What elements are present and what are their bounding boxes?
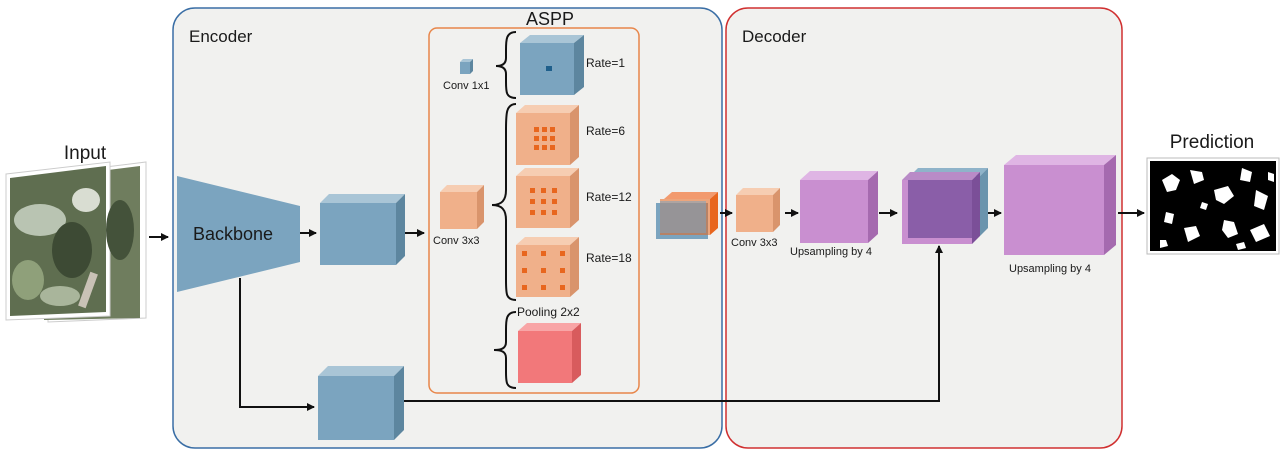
aspp-braces [491,31,517,389]
decoder-upsample2-label: Upsampling by 4 [1009,263,1091,275]
decoder-merge-block [902,168,988,244]
aspp-rate18-block [516,237,579,297]
decoder-upsample2-block [1004,155,1116,255]
aspp-rate1-label: Rate=1 [586,56,625,70]
aspp-pooling-block [518,323,581,383]
aspp-rate18-label: Rate=18 [586,251,632,265]
decoder-conv3x3-label: Conv 3x3 [731,237,777,249]
aspp-title: ASPP [526,9,574,29]
connectors [149,209,1145,411]
aspp-rate1-block [520,35,584,95]
aspp-conv1x1-label: Conv 1x1 [443,80,489,92]
aspp-rate12-block [516,168,579,228]
input-label: Input [64,143,107,164]
aspp-concat-block [656,192,718,239]
decoder-conv3x3-block [736,188,780,232]
decoder-title: Decoder [742,27,807,46]
aspp-conv3x3-block [440,185,484,229]
encoder-title: Encoder [189,27,253,46]
aspp-rate6-block [516,105,579,165]
aspp-rate6-label: Rate=6 [586,124,625,138]
aspp-conv1x1-block [460,59,473,74]
aspp-rate12-label: Rate=12 [586,190,632,204]
low-level-feature-block [318,366,404,440]
input-image-stack [5,161,147,323]
decoder-upsample1-label: Upsampling by 4 [790,246,872,258]
aspp-pooling-label: Pooling 2x2 [517,305,580,319]
prediction-mask [1146,157,1280,255]
backbone-label: Backbone [193,224,273,244]
decoder-upsample1-block [800,171,878,243]
backbone-block [177,176,300,292]
encoder-feature-block [320,194,405,265]
aspp-panel [428,27,640,394]
prediction-label: Prediction [1170,132,1255,153]
aspp-conv3x3-label: Conv 3x3 [433,235,479,247]
